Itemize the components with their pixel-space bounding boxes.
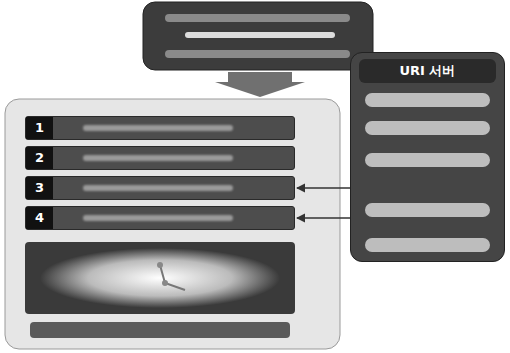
blurred-text — [83, 185, 233, 191]
step-number: 2 — [26, 147, 53, 169]
connector-arrow — [297, 217, 350, 218]
panel-heading: URI 서버 — [359, 59, 496, 83]
illustration-box — [25, 242, 295, 314]
blurred-item — [365, 93, 490, 107]
blurred-item — [365, 203, 490, 217]
step-bar: 2 — [25, 146, 295, 170]
blurred-item — [365, 238, 490, 252]
steps-panel — [5, 99, 340, 349]
step-number: 1 — [26, 117, 53, 139]
blurred-item — [365, 121, 490, 135]
illustration-dot — [162, 280, 168, 286]
blurred-text — [165, 14, 350, 22]
blurred-item — [365, 153, 490, 167]
step-bar: 4 — [25, 206, 295, 230]
top-box — [143, 2, 373, 70]
illustration-dot — [157, 262, 163, 268]
blurred-text — [83, 215, 233, 221]
illustration-link — [160, 265, 185, 290]
step-bar: 1 — [25, 116, 295, 140]
blurred-text — [83, 125, 233, 131]
connector-arrow — [297, 187, 350, 188]
blurred-text — [83, 155, 233, 161]
step-number: 3 — [26, 177, 53, 199]
down-arrow — [215, 72, 305, 97]
blurred-text — [185, 32, 335, 38]
step-number: 4 — [26, 207, 53, 229]
step-bar: 3 — [25, 176, 295, 200]
server-panel: URI 서버 — [350, 52, 505, 262]
blurred-text — [165, 50, 350, 58]
blurred-text — [30, 322, 290, 338]
illustration-glow — [40, 248, 280, 308]
